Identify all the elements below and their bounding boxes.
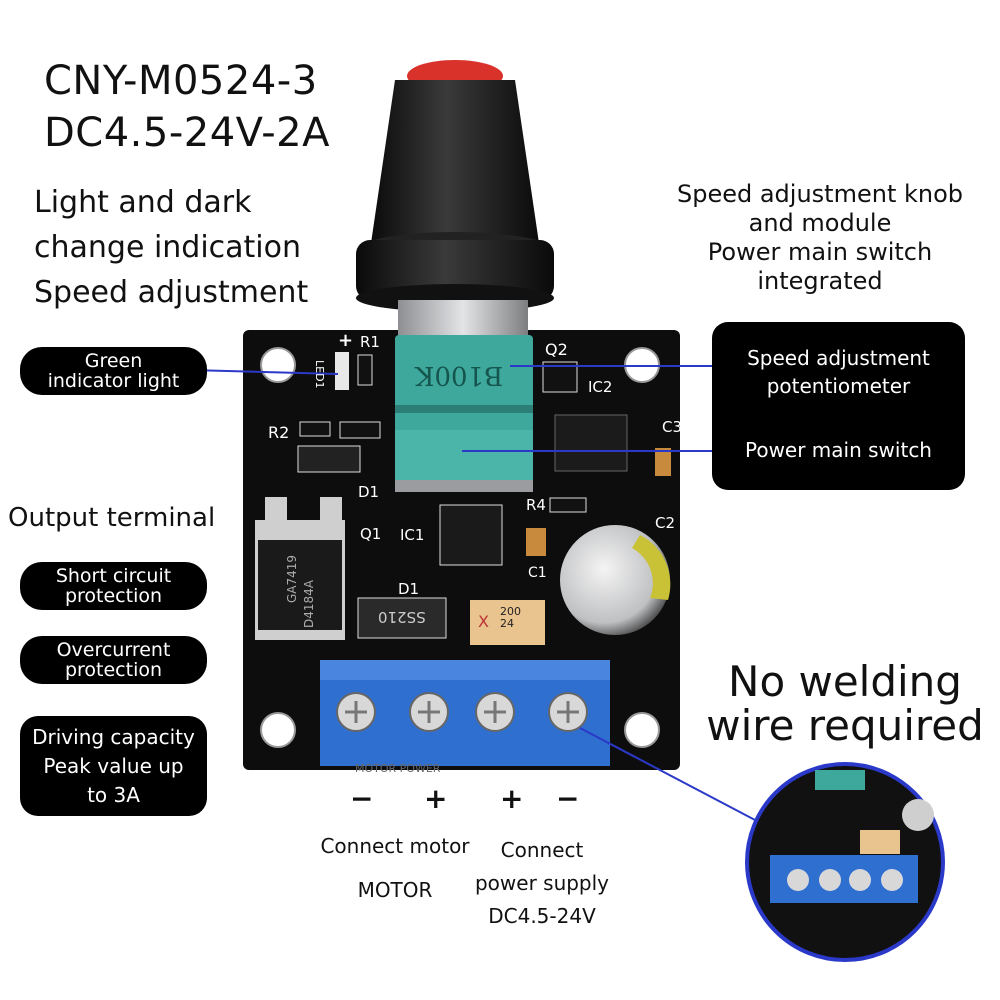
mount-hole — [624, 712, 660, 748]
knob-note-line-3: Power main switch — [707, 238, 933, 266]
pot-callout-line-1: Speed adjustment — [747, 346, 930, 370]
driving-capacity-callout: Driving capacity Peak value up to 3A — [20, 716, 207, 816]
main-switch-callout-text: Power main switch — [744, 438, 932, 462]
power-caption: Connect power supply DC4.5-24V — [462, 834, 622, 933]
mount-hole — [260, 347, 296, 383]
knob-note: Speed adjustment knob and module Power m… — [660, 180, 980, 296]
ss210-diode — [357, 597, 447, 639]
pot-code-label: B100K — [415, 360, 504, 390]
silk-led: LED1 — [313, 360, 326, 389]
green-indicator-line-2: indicator light — [47, 370, 180, 392]
x-code-line-1: 200 — [500, 605, 521, 618]
callout-line-inset — [579, 727, 756, 821]
silk-q2: Q2 — [545, 340, 568, 359]
feature-line-3: Speed adjustment — [34, 275, 309, 310]
terminal-sign-1: − — [350, 782, 374, 815]
silk-r1: R1 — [360, 333, 380, 351]
x-code-line-2: 24 — [500, 617, 514, 630]
green-indicator-line-1: Green — [84, 350, 143, 372]
short-circuit-callout: Short circuit protection — [20, 562, 207, 610]
silk-r4: R4 — [526, 496, 546, 514]
product-model-title: CNY-M0524-3 — [44, 58, 318, 104]
driving-line-2: Peak value up — [43, 753, 184, 778]
terminal-screws — [336, 692, 588, 732]
ic2-chip — [554, 414, 628, 472]
short-circuit-line-1: Short circuit — [55, 565, 172, 587]
resistor — [339, 421, 381, 439]
ic1-regulator — [439, 504, 503, 566]
terminal-silk: MOTOR POWER — [355, 762, 441, 775]
mosfet-code: GA7419 — [285, 555, 299, 604]
no-welding-headline: No welding wire required — [700, 660, 990, 748]
terminal-sign-2: + — [424, 782, 448, 815]
silk-q1: Q1 — [360, 525, 382, 543]
product-rating-title: DC4.5-24V-2A — [44, 110, 330, 156]
c3-cap — [655, 448, 671, 476]
knob-note-line-2: and module — [748, 209, 892, 237]
x-mark: X — [478, 612, 489, 631]
short-circuit-line-2: protection — [64, 585, 163, 607]
power-caption-line-3: DC4.5-24V — [488, 904, 596, 928]
motor-caption: Connect motor MOTOR — [310, 834, 480, 902]
motor-caption-line-1: Connect motor — [320, 834, 470, 858]
power-caption-line-2: power supply — [474, 871, 610, 895]
overcurrent-line-1: Overcurrent — [56, 639, 171, 661]
callout-line-green — [189, 369, 339, 375]
motor-caption-line-2: MOTOR — [357, 878, 433, 902]
mount-hole — [260, 712, 296, 748]
potentiometer-switch-callout: Speed adjustment potentiometer Power mai… — [712, 322, 965, 490]
x-component — [470, 600, 545, 645]
driving-line-3: to 3A — [87, 782, 140, 807]
output-terminal-label: Output terminal — [8, 503, 216, 533]
diode-marking: SS210 — [378, 608, 426, 626]
r1-resistor — [357, 354, 373, 386]
driving-line-1: Driving capacity — [32, 724, 195, 749]
terminal-sign-4: − — [556, 782, 580, 815]
knob-note-line-1: Speed adjustment knob — [676, 180, 964, 208]
silk-c3: C3 — [662, 418, 683, 436]
mosfet-pin — [320, 497, 342, 525]
silk-c1: C1 — [528, 565, 547, 581]
knob-skirt — [356, 240, 554, 300]
silk-r2: R2 — [268, 423, 290, 442]
no-welding-line-1: No welding — [728, 657, 962, 706]
green-indicator-callout: Green indicator light — [20, 347, 207, 395]
terminal-sign-3: + — [500, 782, 524, 815]
silk-ic1: IC1 — [400, 526, 425, 544]
no-welding-line-2: wire required — [706, 701, 984, 750]
knob-note-line-4: integrated — [757, 267, 883, 295]
mosfet-body — [258, 540, 342, 630]
d1-diode — [297, 445, 361, 473]
power-caption-line-1: Connect — [500, 838, 584, 862]
silk-d1: D1 — [358, 483, 380, 501]
c1-cap — [526, 528, 546, 556]
overcurrent-line-2: protection — [64, 659, 163, 681]
silk-plus: + — [338, 330, 354, 351]
silk-d1-second: D1 — [398, 580, 420, 598]
silk-ic2: IC2 — [588, 378, 613, 396]
led-component — [335, 352, 349, 390]
x-code: 200 24 — [500, 606, 521, 630]
feature-line-2: change indication — [34, 230, 302, 265]
r2-resistor — [299, 421, 331, 437]
overcurrent-callout: Overcurrent protection — [20, 636, 207, 684]
pot-callout-text: Speed adjustment potentiometer — [712, 344, 965, 400]
mosfet-pin — [265, 497, 287, 525]
r4-resistor — [549, 497, 587, 513]
feature-line-1: Light and dark — [34, 185, 252, 220]
pot-callout-line-2: potentiometer — [766, 374, 911, 398]
silk-c2: C2 — [655, 514, 676, 532]
mosfet-marking: D4184A — [302, 580, 316, 628]
knob-body — [370, 80, 540, 250]
